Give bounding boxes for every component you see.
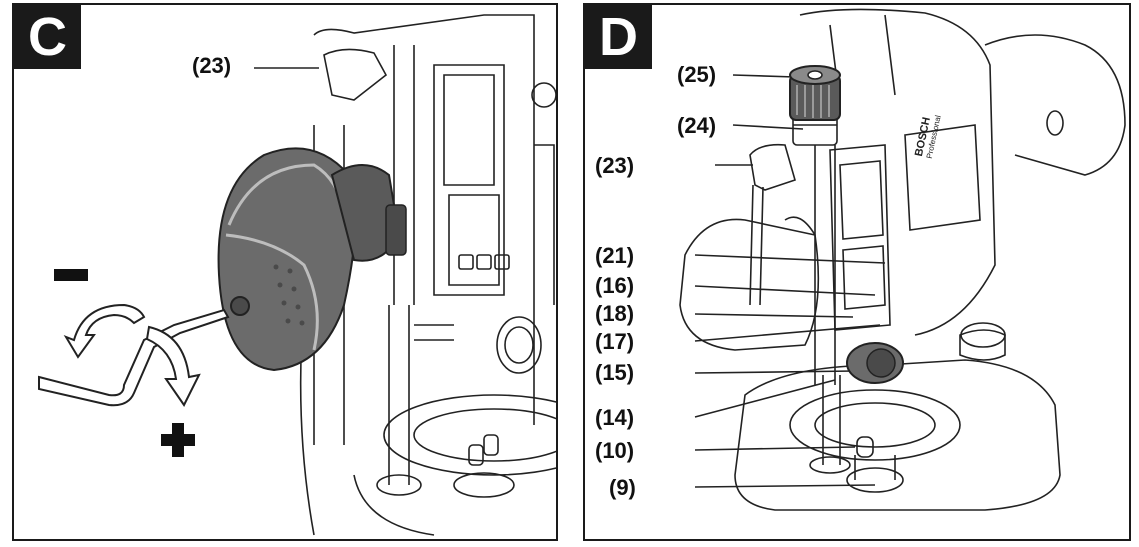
callout-9: (9) [609,475,636,500]
callout-17: (17) [595,329,635,354]
router-illustration-d [679,8,1126,511]
callout-25: (25) [677,62,717,87]
clamp-knob-small [846,342,904,384]
router-illustration-c [38,14,556,536]
fine-adjust-knob [789,65,841,121]
plus-icon [161,423,195,457]
callout-16: (16) [595,273,635,298]
callout-14: (14) [595,405,635,430]
callout-23-c: (23) [192,53,232,78]
callout-24: (24) [677,113,717,138]
callout-21: (21) [595,243,635,268]
panel-d: D [583,3,1131,541]
panel-letter-d: D [585,5,652,69]
panel-c: C [12,3,558,541]
clamp-knob [217,147,407,372]
panel-letter-c: C [14,5,81,69]
minus-icon [54,269,88,281]
callout-10: (10) [595,438,635,463]
callout-23-d: (23) [595,153,635,178]
callout-18: (18) [595,301,635,326]
allen-key [38,308,230,407]
callout-15: (15) [595,360,635,385]
